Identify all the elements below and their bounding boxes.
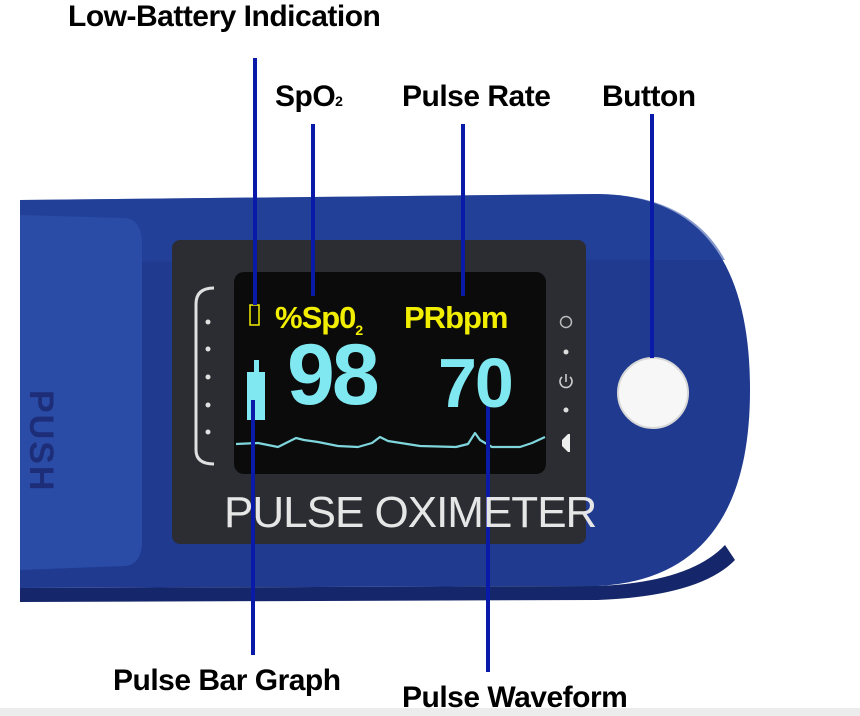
leader-lines (251, 58, 654, 672)
bottom-strip (0, 708, 860, 716)
pr-unit-label: PRbpm (404, 300, 508, 335)
label-low-battery: Low-Battery Indication (68, 0, 381, 33)
pulse-rate-value: 70 (438, 344, 514, 422)
label-spo2: SpO2 (275, 80, 343, 113)
label-pulse-bar-graph: Pulse Bar Graph (113, 664, 341, 697)
power-ring-icon (559, 315, 573, 329)
lcd-screen (234, 272, 546, 474)
spo2-unit-label: %Sp02 (275, 300, 363, 339)
power-icon (559, 376, 573, 389)
spo2-value: 98 (287, 327, 380, 423)
label-button: Button (602, 80, 696, 113)
push-label: PUSH (22, 390, 60, 493)
pulse-bar-graph (247, 372, 265, 420)
push-panel (20, 215, 142, 570)
device-title: PULSE OXIMETER (224, 488, 597, 537)
bezel-dot-icon (563, 349, 569, 355)
device-bottom-lip (20, 545, 735, 602)
label-pulse-rate: Pulse Rate (402, 80, 551, 113)
bezel-dots-left (205, 319, 211, 435)
device-button[interactable] (618, 358, 688, 428)
speaker-icon (562, 434, 570, 452)
bezel-dot-icon (563, 407, 569, 413)
bracket-left (194, 286, 215, 466)
